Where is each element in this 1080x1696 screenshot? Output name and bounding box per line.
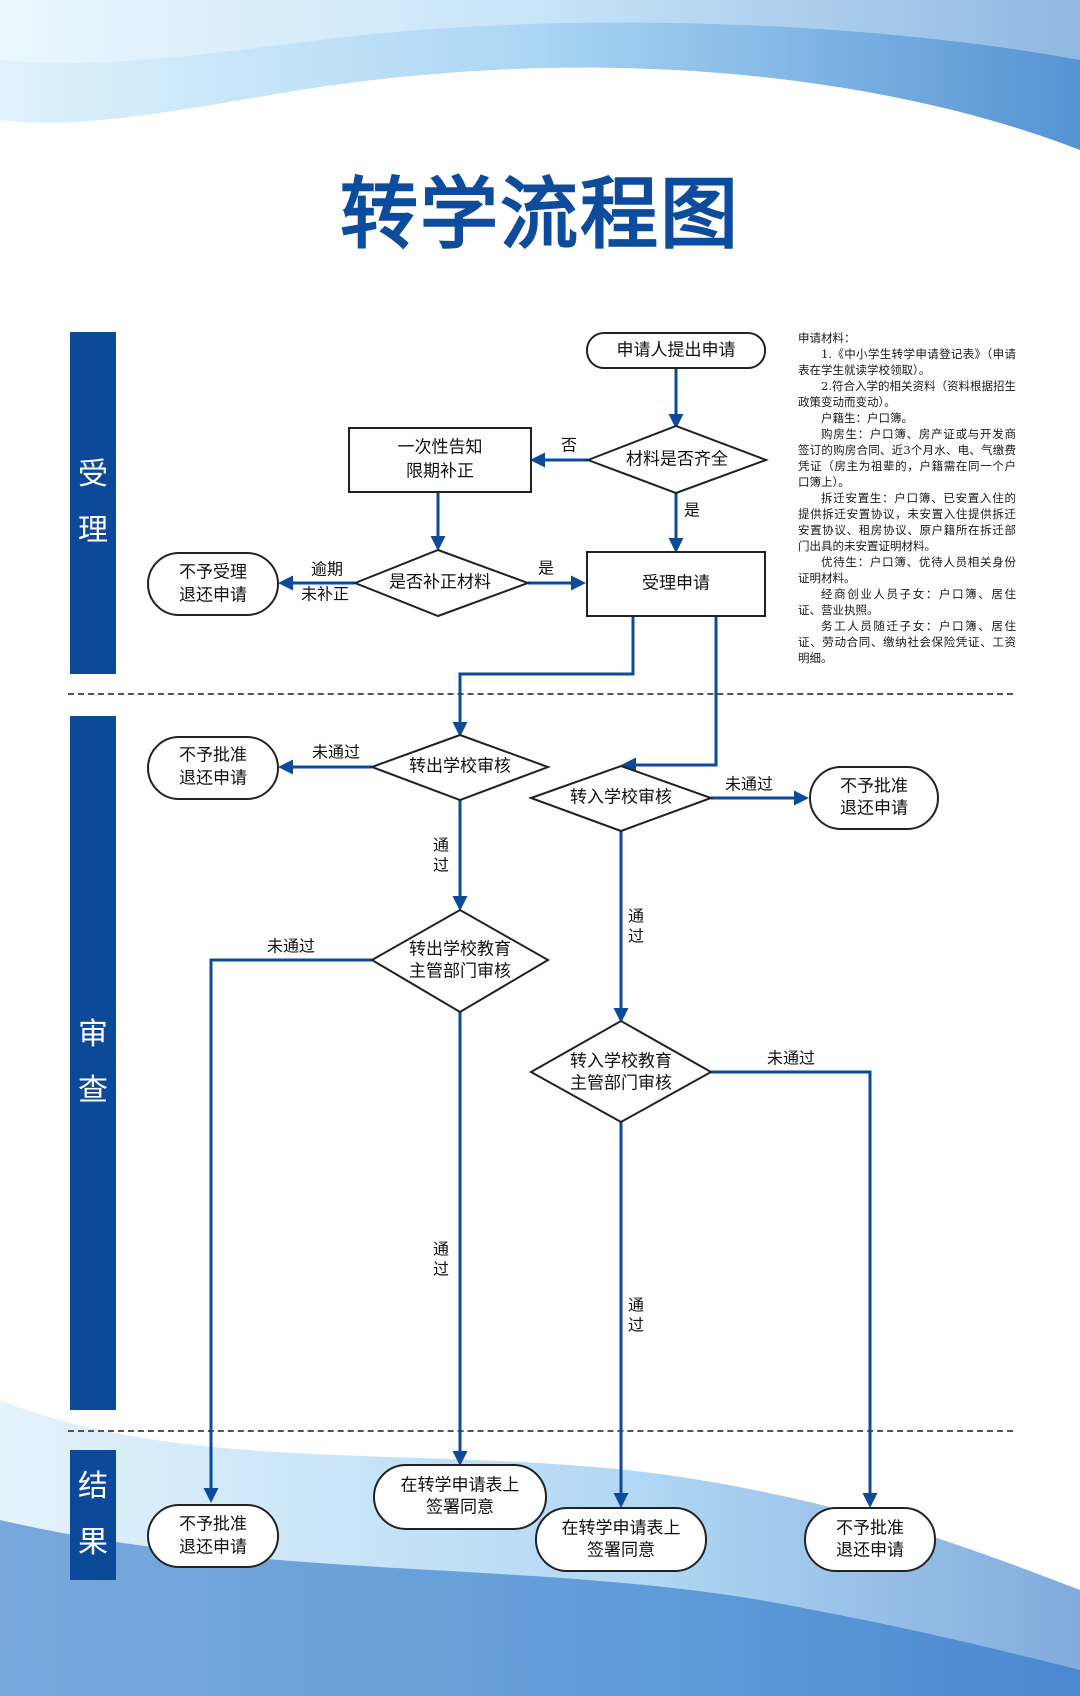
node-text: 主管部门审核 [570, 1074, 672, 1094]
node-notice: 一次性告知 限期补正 [348, 427, 532, 493]
node-text: 退还申请 [840, 799, 908, 819]
arrow-outedu-fail [203, 958, 372, 1503]
stage-band-review: 审 查 [70, 716, 116, 1410]
label-not-passed: 未通过 [725, 775, 773, 794]
node-text: 退还申请 [836, 1541, 904, 1561]
materials-line: 优待生：户口簿、优待人员相关身份证明材料。 [798, 555, 1016, 585]
label-passed: 过 [433, 856, 449, 875]
divider-accept-review [68, 693, 1013, 695]
decision-in-school: 转入学校审核 [528, 764, 714, 833]
stage-char: 查 [78, 1073, 108, 1108]
decision-out-school: 转出学校审核 [369, 733, 551, 802]
materials-heading: 申请材料： [798, 331, 856, 345]
node-text: 转出学校教育 [409, 940, 511, 960]
edge-labels: 否 是 是 逾期 未补正 未通过 未通过 通 过 通 过 未通过 未通过 通 过… [267, 436, 815, 1335]
node-reject-out-school: 不予批准 退还申请 [147, 736, 279, 800]
node-start: 申请人提出申请 [586, 332, 766, 369]
materials-line: 经商创业人员子女：户口簿、居住证、营业执照。 [798, 587, 1016, 617]
node-text: 不予批准 [840, 777, 908, 797]
decision-out-edu: 转出学校教育 主管部门审核 [370, 908, 550, 1014]
node-text: 转入学校教育 [570, 1052, 672, 1072]
stage-char: 果 [78, 1525, 108, 1560]
materials-line: 购房生：户口簿、房产证或与开发商签订的购房合同、近3个月水、电、气缴费凭证（房主… [798, 427, 1016, 489]
node-text: 一次性告知 [398, 438, 483, 458]
stage-char: 受 [78, 457, 108, 492]
node-accept-application: 受理申请 [586, 551, 766, 617]
materials-line: 户籍生：户口簿。 [821, 411, 913, 425]
label-not-passed: 未通过 [267, 937, 315, 956]
label-passed: 通 [628, 1296, 644, 1315]
label-no: 否 [561, 436, 577, 455]
node-text: 转入学校审核 [570, 788, 672, 808]
node-reject-accept: 不予受理 退还申请 [147, 552, 279, 616]
node-text: 退还申请 [179, 1538, 247, 1558]
node-reject-in-school: 不予批准 退还申请 [809, 766, 939, 830]
node-text: 材料是否齐全 [626, 450, 728, 470]
label-yes: 是 [538, 559, 554, 578]
stage-band-accept: 受 理 [70, 332, 116, 674]
node-result-reject-in: 不予批准 退还申请 [804, 1507, 936, 1572]
label-passed: 过 [628, 927, 644, 946]
node-text: 限期补正 [406, 462, 474, 482]
arrow-accept-to-out [452, 616, 635, 737]
label-passed: 过 [433, 1260, 449, 1279]
node-text: 签署同意 [587, 1541, 655, 1561]
node-text: 不予受理 [179, 563, 247, 583]
materials-note: 申请材料： 1.《中小学生转学申请登记表》（申请表在学生就读学校领取）。 2.符… [798, 330, 1016, 666]
materials-line: 拆迁安置生：户口簿、已安置入住的提供拆迁安置协议，未安置入住提供拆迁安置协议、租… [798, 491, 1016, 553]
label-yes: 是 [684, 501, 700, 520]
node-text: 申请人提出申请 [617, 341, 736, 361]
node-text: 退还申请 [179, 769, 247, 789]
label-overdue: 未补正 [301, 585, 349, 604]
node-result-agree-out: 在转学申请表上 签署同意 [373, 1464, 547, 1530]
node-result-reject-out: 不予批准 退还申请 [147, 1504, 279, 1568]
label-not-passed: 未通过 [312, 743, 360, 762]
arrow-accept-to-in [621, 616, 718, 773]
node-text: 签署同意 [426, 1498, 494, 1518]
label-not-passed: 未通过 [767, 1049, 815, 1068]
decision-in-edu: 转入学校教育 主管部门审核 [528, 1019, 714, 1124]
node-text: 在转学申请表上 [562, 1519, 681, 1539]
label-passed: 过 [628, 1316, 644, 1335]
stage-char: 理 [78, 513, 108, 548]
stage-band-result: 结 果 [70, 1450, 116, 1580]
node-text: 是否补正材料 [389, 573, 491, 593]
decision-supplement: 是否补正材料 [352, 548, 531, 618]
materials-line: 务工人员随迁子女：户口簿、居住证、劳动合同、缴纳社会保险凭证、工资明细。 [798, 619, 1016, 665]
page-title: 转学流程图 [339, 170, 740, 260]
node-text: 不予批准 [179, 1515, 247, 1535]
label-overdue: 逾期 [311, 560, 343, 579]
label-passed: 通 [433, 836, 449, 855]
arrow-inedu-fail [711, 1070, 878, 1508]
node-text: 受理申请 [642, 574, 710, 594]
node-text: 退还申请 [179, 586, 247, 606]
node-text: 不予批准 [836, 1519, 904, 1539]
node-text: 在转学申请表上 [401, 1476, 520, 1496]
node-text: 转出学校审核 [409, 757, 511, 777]
stage-char: 审 [78, 1017, 108, 1052]
node-text: 不予批准 [179, 746, 247, 766]
connectors [203, 368, 878, 1508]
materials-line: 1.《中小学生转学申请登记表》（申请表在学生就读学校领取）。 [798, 347, 1016, 377]
node-result-agree-in: 在转学申请表上 签署同意 [535, 1507, 707, 1572]
label-passed: 通 [628, 907, 644, 926]
node-text: 主管部门审核 [409, 962, 511, 982]
materials-line: 2.符合入学的相关资料（资料根据招生政策变动而变动）。 [798, 379, 1016, 409]
divider-review-result [68, 1430, 1013, 1432]
stage-char: 结 [78, 1469, 108, 1504]
label-passed: 通 [433, 1240, 449, 1259]
decision-materials: 材料是否齐全 [585, 424, 769, 495]
